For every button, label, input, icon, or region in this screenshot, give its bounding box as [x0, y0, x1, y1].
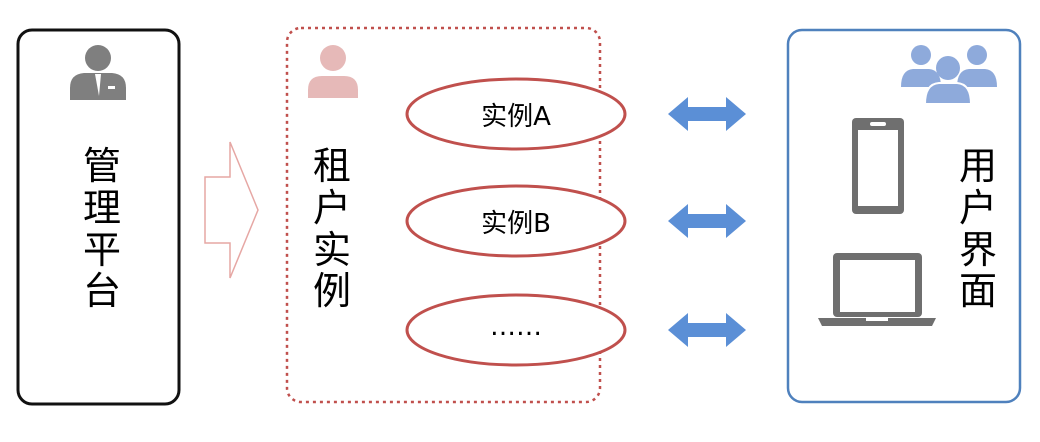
double-arrow-icon	[668, 97, 746, 131]
admin-platform-title: 管理平台	[78, 144, 126, 314]
laptop-icon	[818, 253, 936, 326]
tenant-instance-title: 租户实例	[308, 144, 356, 314]
admin-platform-box	[16, 28, 181, 406]
group-icon	[901, 45, 997, 105]
instance-label-a: 实例A	[481, 102, 551, 132]
phone-icon	[852, 118, 904, 214]
user-interface-title: 用户界面	[954, 144, 1002, 314]
admin-platform-title-char: 台	[82, 269, 121, 314]
instance-ellipse	[405, 77, 627, 151]
user-interface-title-char: 用	[958, 144, 997, 188]
double-arrow-icon	[668, 313, 746, 347]
tenant-instance-title-char: 户	[312, 185, 351, 230]
admin-platform-title-char: 管	[82, 144, 121, 188]
double-arrow-icon	[668, 204, 746, 238]
user-interface-title-char: 界	[958, 227, 997, 272]
admin-platform-title-char: 理	[82, 185, 121, 230]
tenant-instance-box	[285, 26, 602, 404]
tenant-instance-title-char: 例	[312, 269, 351, 314]
admin-platform-title-char: 平	[82, 227, 121, 272]
instance-ellipse	[405, 293, 627, 367]
instance-label-more: ……	[490, 312, 542, 342]
person-icon	[308, 45, 358, 98]
instance-ellipse	[405, 184, 627, 258]
tenant-instance-title-char: 租	[312, 144, 351, 188]
user-interface-title-char: 面	[958, 269, 997, 314]
user-interface-title-char: 户	[958, 185, 997, 230]
instance-label-b: 实例B	[481, 209, 551, 239]
tenant-instance-title-char: 实	[312, 227, 351, 272]
businessman-icon	[70, 45, 126, 100]
arrow-right-outline-icon	[204, 141, 259, 279]
